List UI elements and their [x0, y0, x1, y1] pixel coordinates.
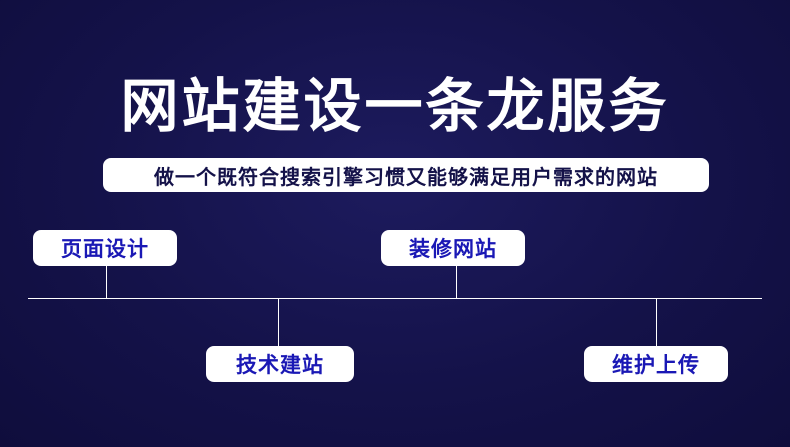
timeline-connector — [278, 298, 279, 346]
step-label: 装修网站 — [409, 237, 497, 261]
timeline-connector — [456, 266, 457, 298]
subtitle-text: 做一个既符合搜索引擎习惯又能够满足用户需求的网站 — [154, 164, 658, 189]
timeline-connector — [656, 298, 657, 346]
subtitle-pill: 做一个既符合搜索引擎习惯又能够满足用户需求的网站 — [103, 158, 709, 192]
step-site-decoration: 装修网站 — [381, 230, 525, 266]
step-label: 维护上传 — [612, 353, 700, 377]
step-maintenance: 维护上传 — [584, 346, 728, 382]
step-page-design: 页面设计 — [33, 230, 177, 266]
step-tech-build: 技术建站 — [206, 346, 354, 382]
step-label: 页面设计 — [61, 237, 149, 261]
timeline-connector — [106, 266, 107, 298]
timeline-line — [28, 298, 762, 299]
page-title: 网站建设一条龙服务 — [120, 72, 670, 140]
step-label: 技术建站 — [236, 353, 324, 377]
